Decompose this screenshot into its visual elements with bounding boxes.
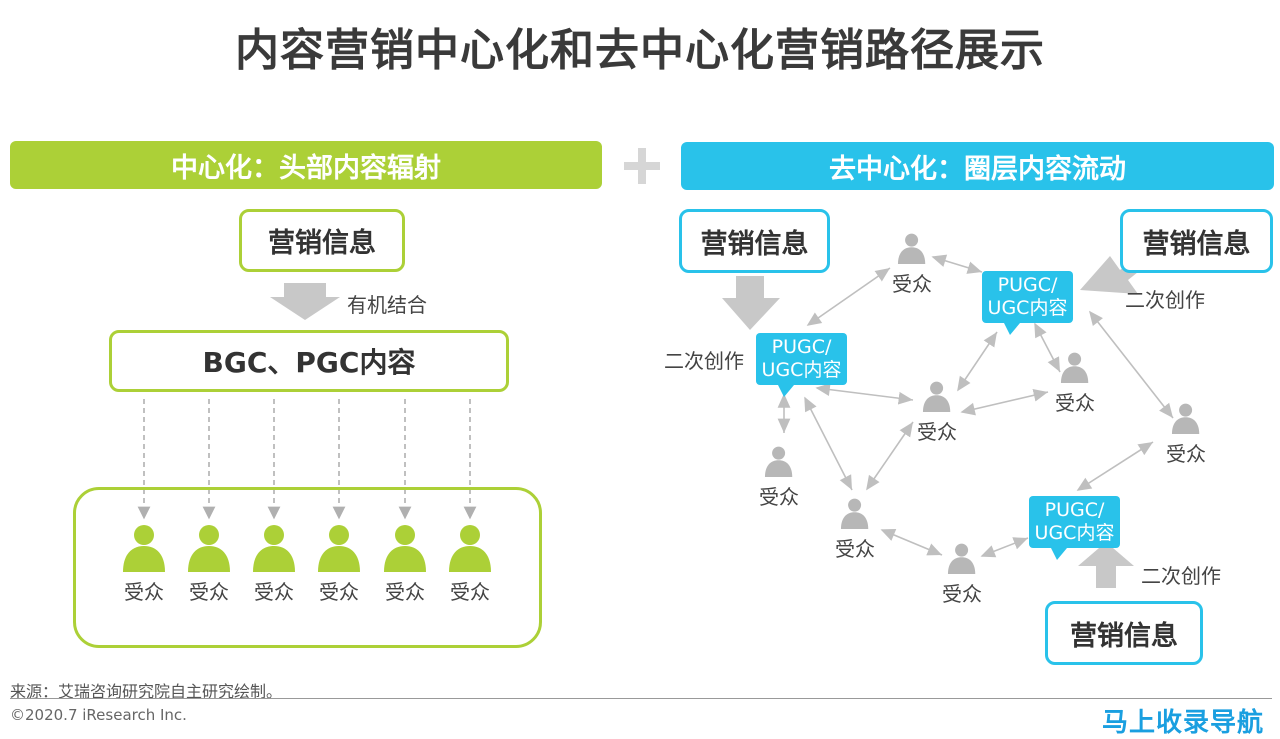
- pugc-ugc-tag-2: PUGC/ UGC内容: [982, 271, 1073, 335]
- audience-label: 受众: [319, 580, 359, 604]
- person-icon: [185, 524, 233, 576]
- up-arrow-icon: [1078, 542, 1134, 588]
- person-icon: [896, 233, 942, 268]
- source-note: 来源：艾瑞咨询研究院自主研究绘制。: [10, 682, 283, 701]
- tag-label: PUGC/ UGC内容: [982, 271, 1073, 323]
- audience-label: 受众: [759, 485, 799, 510]
- audience-label: 受众: [124, 580, 164, 604]
- organic-combination-label: 有机结合: [347, 293, 427, 317]
- down-arrow-icon: [270, 283, 340, 320]
- pugc-ugc-tag-3: PUGC/ UGC内容: [1029, 496, 1120, 560]
- edge: [960, 389, 1049, 416]
- audience-label: 受众: [1055, 391, 1095, 416]
- audience-person: 受众: [942, 543, 992, 607]
- centralized-banner: 中心化：头部内容辐射: [10, 141, 602, 189]
- audience-label: 受众: [189, 580, 229, 604]
- audience-label: 受众: [254, 580, 294, 604]
- audience-label: 受众: [835, 537, 875, 562]
- copyright: ©2020.7 iResearch Inc.: [10, 706, 187, 724]
- person-icon: [250, 524, 298, 576]
- edge: [1089, 310, 1174, 419]
- person-icon: [946, 543, 992, 578]
- person-icon: [315, 524, 363, 576]
- right-marketing-info-box-1: 营销信息: [679, 209, 830, 273]
- footer-divider: [10, 698, 1272, 699]
- watermark-logo: 马上收录导航: [1102, 708, 1265, 738]
- audience-person: 受众: [892, 233, 942, 297]
- bgc-pgc-content-box: BGC、PGC内容: [109, 330, 509, 392]
- person-icon: [1170, 403, 1216, 438]
- right-marketing-info-box-3: 营销信息: [1045, 601, 1203, 665]
- audience-person: 受众: [381, 524, 435, 605]
- audience-label: 受众: [385, 580, 425, 604]
- person-icon: [381, 524, 429, 576]
- audience-person: 受众: [917, 381, 967, 445]
- audience-person: 受众: [315, 524, 369, 605]
- plus-icon: [624, 148, 660, 184]
- tag-tail: [1051, 548, 1067, 560]
- audience-person: 受众: [446, 524, 500, 605]
- pugc-ugc-tag-1: PUGC/ UGC内容: [756, 333, 847, 397]
- decentralized-banner: 去中心化：圈层内容流动: [681, 142, 1274, 190]
- audience-label: 受众: [942, 582, 982, 607]
- audience-person: 受众: [835, 498, 885, 562]
- edge: [1076, 441, 1154, 491]
- person-icon: [921, 381, 967, 416]
- edge: [815, 383, 914, 405]
- edge: [804, 396, 853, 491]
- person-icon: [763, 446, 809, 481]
- audience-person: 受众: [185, 524, 239, 605]
- edge: [931, 254, 983, 274]
- audience-person: 受众: [1166, 403, 1216, 467]
- secondary-creation-label-1: 二次创作: [664, 349, 744, 373]
- tag-label: PUGC/ UGC内容: [1029, 496, 1120, 548]
- right-marketing-info-box-2: 营销信息: [1120, 209, 1273, 273]
- edge: [1034, 322, 1061, 373]
- audience-label: 受众: [917, 420, 957, 445]
- tag-tail: [778, 385, 794, 397]
- edge: [806, 267, 891, 326]
- audience-person: 受众: [1055, 352, 1105, 416]
- audience-person: 受众: [759, 446, 809, 510]
- audience-label: 受众: [450, 580, 490, 604]
- person-icon: [1059, 352, 1105, 387]
- person-icon: [120, 524, 168, 576]
- audience-group-box: [73, 487, 542, 648]
- edge: [880, 529, 943, 556]
- down-arrow-icon: [722, 276, 780, 330]
- edge: [980, 537, 1029, 558]
- person-icon: [839, 498, 885, 533]
- secondary-creation-label-2: 二次创作: [1125, 288, 1205, 312]
- audience-label: 受众: [892, 272, 932, 297]
- tag-label: PUGC/ UGC内容: [756, 333, 847, 385]
- page-title: 内容营销中心化和去中心化营销路径展示: [235, 25, 1045, 76]
- person-icon: [446, 524, 494, 576]
- secondary-creation-label-3: 二次创作: [1141, 564, 1221, 588]
- edge: [866, 421, 914, 491]
- tag-tail: [1004, 323, 1020, 335]
- audience-label: 受众: [1166, 442, 1206, 467]
- audience-person: 受众: [120, 524, 174, 605]
- audience-person: 受众: [250, 524, 304, 605]
- dashed-arrows: [137, 399, 477, 520]
- edge: [957, 331, 998, 392]
- left-marketing-info-box: 营销信息: [239, 209, 405, 272]
